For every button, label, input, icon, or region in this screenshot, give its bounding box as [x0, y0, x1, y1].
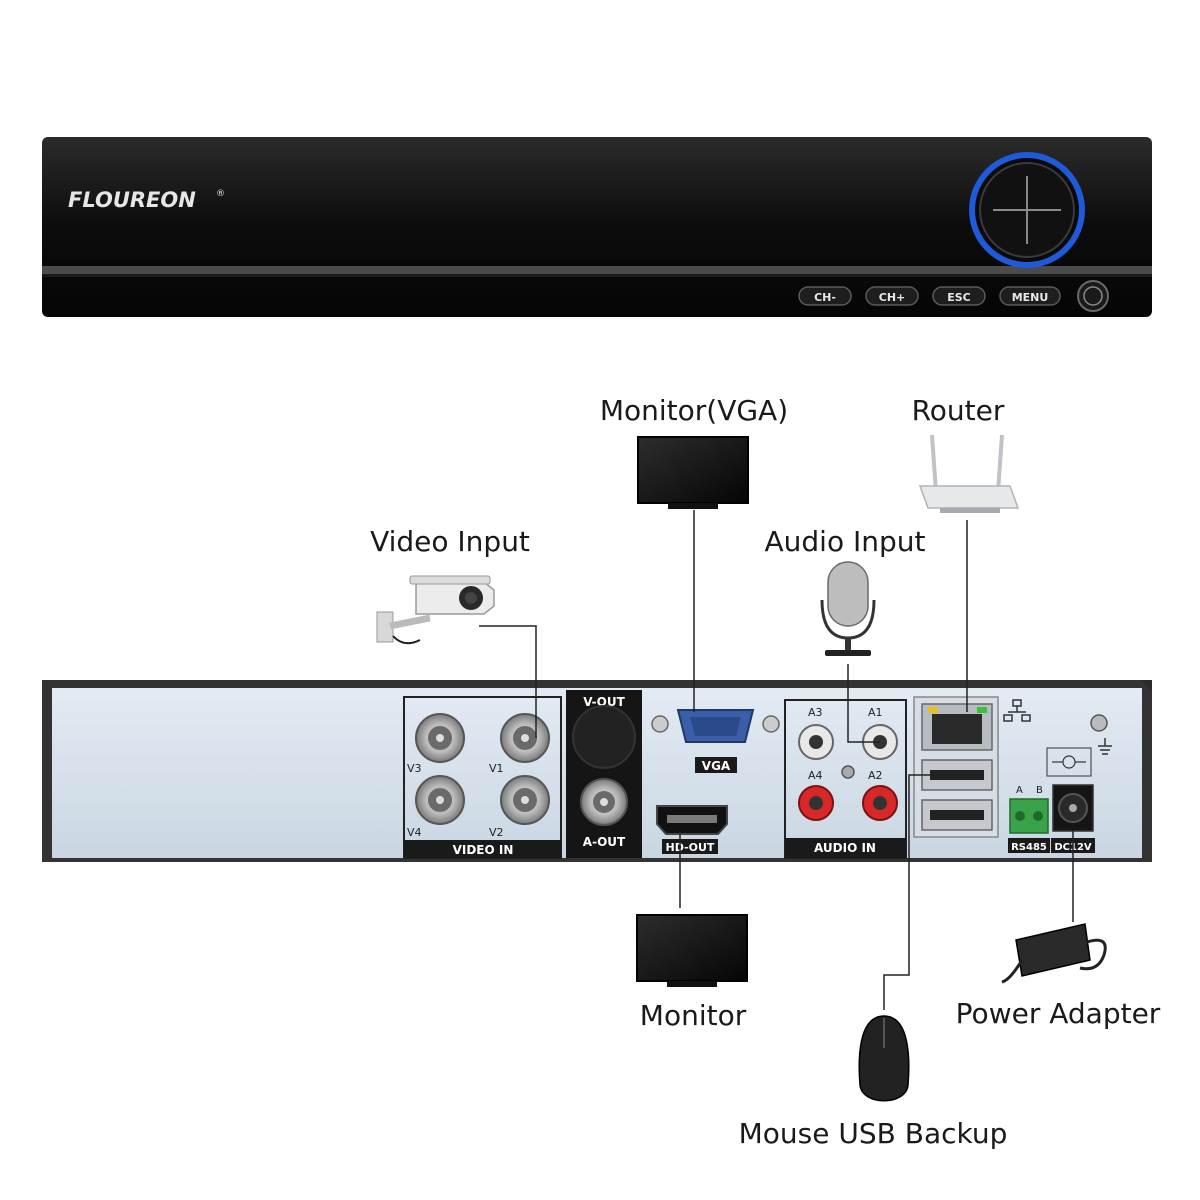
ground-screw-icon [1090, 714, 1108, 732]
dc-power-jack[interactable] [1052, 784, 1094, 832]
channel-label-a2: A2 [868, 769, 883, 782]
label-power-adapter: Power Adapter [956, 997, 1161, 1030]
rs485-pin-b: B [1036, 785, 1043, 796]
channel-label-a1: A1 [868, 706, 883, 719]
rs485-pin-a: A [1016, 785, 1023, 796]
dc-polarity-icon [1046, 747, 1092, 777]
channel-label-v3: V3 [407, 762, 422, 775]
brand-logo: FLOUREON [68, 188, 196, 212]
rca-port-a3[interactable] [798, 724, 834, 760]
hd-out-port[interactable] [656, 805, 728, 835]
video-in-title: VIDEO IN [453, 843, 514, 857]
front-button-ch-plus[interactable]: CH+ [865, 286, 919, 306]
network-icon [1003, 699, 1031, 722]
rca-port-a4[interactable] [798, 785, 834, 821]
label-monitor-vga: Monitor(VGA) [600, 394, 788, 427]
bnc-port-v3[interactable] [415, 713, 465, 763]
audio-in-title: AUDIO IN [814, 841, 876, 855]
navigation-dial[interactable] [969, 152, 1085, 268]
svg-text:CH+: CH+ [879, 291, 906, 304]
svg-text:CH-: CH- [814, 291, 836, 304]
monitor-vga-illustration [637, 436, 749, 509]
line-mouse-usb [883, 774, 935, 1010]
channel-label-a4: A4 [808, 769, 823, 782]
bnc-port-v4[interactable] [415, 775, 465, 825]
channel-label-v4: V4 [407, 826, 422, 839]
video-in-block: VIDEO IN V3 V1 V4 [403, 696, 562, 859]
usb-port-bottom[interactable] [921, 799, 993, 831]
label-video-input: Video Input [370, 525, 530, 558]
audio-in-block: AUDIO IN A3 A1 A4 A2 [784, 699, 907, 859]
rs485-label: RS485 [1011, 842, 1047, 853]
vga-label: VGA [702, 759, 731, 773]
channel-label-a3: A3 [808, 706, 823, 719]
mouse-illustration [858, 1015, 910, 1102]
monitor-hdmi-illustration [636, 914, 748, 987]
rs485-terminal[interactable] [1009, 798, 1049, 834]
label-mouse-usb-backup: Mouse USB Backup [739, 1117, 1008, 1150]
front-panel-divider [42, 266, 1152, 276]
rca-port-a2[interactable] [862, 785, 898, 821]
label-router: Router [912, 394, 1005, 427]
svg-text:MENU: MENU [1012, 291, 1049, 304]
power-adapter-illustration [1001, 923, 1107, 984]
dvr-front-panel: FLOUREON ® CH- CH+ ESC MENU [42, 137, 1152, 317]
a-out-label: A-OUT [583, 835, 626, 849]
router-illustration [918, 434, 1020, 513]
dvr-rear-panel: VIDEO IN V3 V1 V4 [42, 680, 1152, 862]
power-adapter-icon [1015, 923, 1091, 977]
svg-text:ESC: ESC [947, 291, 971, 304]
front-button-menu[interactable]: MENU [999, 286, 1061, 306]
connector-lines [479, 510, 1074, 1010]
v-out-a-out-block: V-OUT A-OUT [566, 690, 642, 858]
mouse-icon [858, 1015, 910, 1102]
monitor-icon [637, 436, 749, 504]
front-button-esc[interactable]: ESC [932, 286, 986, 306]
microphone-icon [827, 561, 869, 627]
line-video-input [479, 625, 537, 738]
camera-illustration [376, 575, 495, 645]
brand-registered-mark: ® [216, 189, 225, 199]
front-power-button[interactable] [1077, 280, 1109, 312]
v-out-port-cap[interactable] [572, 705, 636, 769]
line-audio-input [847, 664, 880, 743]
hd-out-label: HD-OUT [666, 841, 715, 854]
network-usb-block [913, 696, 999, 838]
label-monitor: Monitor [640, 999, 747, 1032]
bnc-port-v1[interactable] [500, 713, 550, 763]
power-icon [1083, 286, 1103, 306]
router-icon [918, 485, 1020, 509]
v-out-label: V-OUT [583, 695, 625, 709]
ethernet-port[interactable] [921, 703, 993, 751]
ground-symbol-icon [1098, 738, 1112, 755]
channel-label-v1: V1 [489, 762, 504, 775]
a-out-bnc-port[interactable] [580, 778, 628, 826]
channel-label-v2: V2 [489, 826, 504, 839]
monitor-icon [636, 914, 748, 982]
label-audio-input: Audio Input [765, 525, 926, 558]
front-button-ch-minus[interactable]: CH- [798, 286, 852, 306]
microphone-illustration [820, 561, 876, 656]
bnc-port-v2[interactable] [500, 775, 550, 825]
vga-port[interactable] [651, 709, 780, 743]
router-antenna-icon [930, 434, 938, 493]
ground-screw-icon [841, 765, 855, 779]
